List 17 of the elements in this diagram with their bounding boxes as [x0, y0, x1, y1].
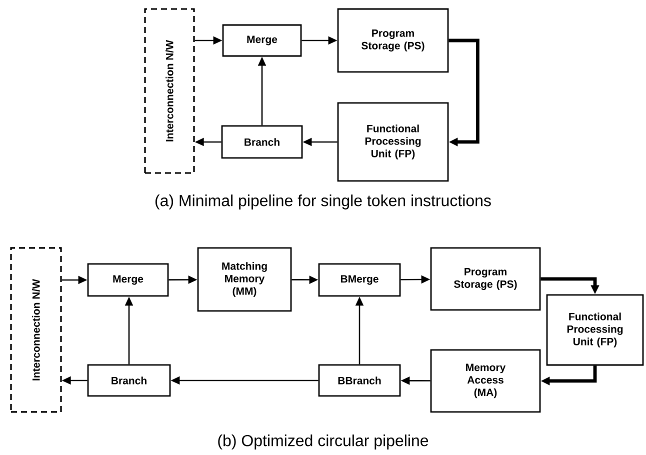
- network-box: Interconnection N/W: [144, 8, 195, 174]
- process-box: Branch: [87, 364, 171, 397]
- process-box: Merge: [222, 24, 302, 57]
- process-box: Functional Processing Unit (FP): [546, 294, 644, 366]
- process-box: Functional Processing Unit (FP): [337, 102, 449, 182]
- caption: (a) Minimal pipeline for single token instructions: [155, 194, 491, 210]
- arrow: [448, 38, 480, 146]
- process-box: Merge: [87, 263, 169, 297]
- process-box: Branch: [221, 125, 303, 159]
- process-box: Memory Access (MA): [430, 349, 541, 413]
- network-box: Interconnection N/W: [10, 247, 62, 413]
- process-box: BBranch: [318, 364, 401, 397]
- process-box: BMerge: [318, 263, 401, 297]
- process-box: Program Storage (PS): [337, 8, 449, 73]
- caption: (b) Optimized circular pipeline: [218, 434, 428, 450]
- process-box: Program Storage (PS): [430, 247, 541, 311]
- process-box: Matching Memory (MM): [197, 247, 292, 312]
